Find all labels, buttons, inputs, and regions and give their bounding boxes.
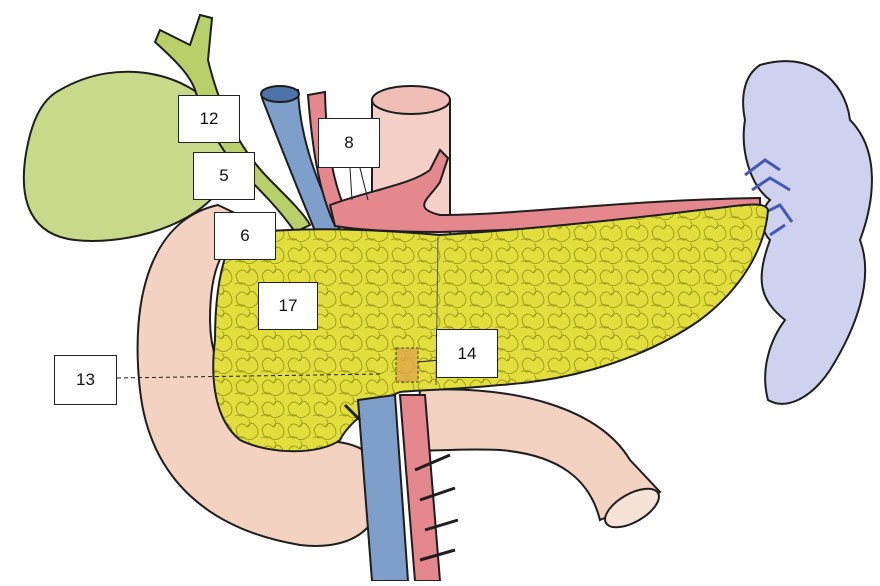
label-12: 12 xyxy=(178,95,240,143)
pancreatic-duct-marker xyxy=(396,348,418,382)
aorta-top xyxy=(372,86,450,114)
label-14: 14 xyxy=(436,329,498,378)
leader-line-8a xyxy=(350,168,352,200)
label-17: 17 xyxy=(258,282,318,330)
label-6: 6 xyxy=(214,212,276,260)
superior-mesenteric-vein xyxy=(358,395,408,581)
label-5: 5 xyxy=(193,152,255,200)
portal-vein-top xyxy=(261,86,299,102)
label-13: 13 xyxy=(54,355,117,405)
label-8: 8 xyxy=(318,118,380,168)
